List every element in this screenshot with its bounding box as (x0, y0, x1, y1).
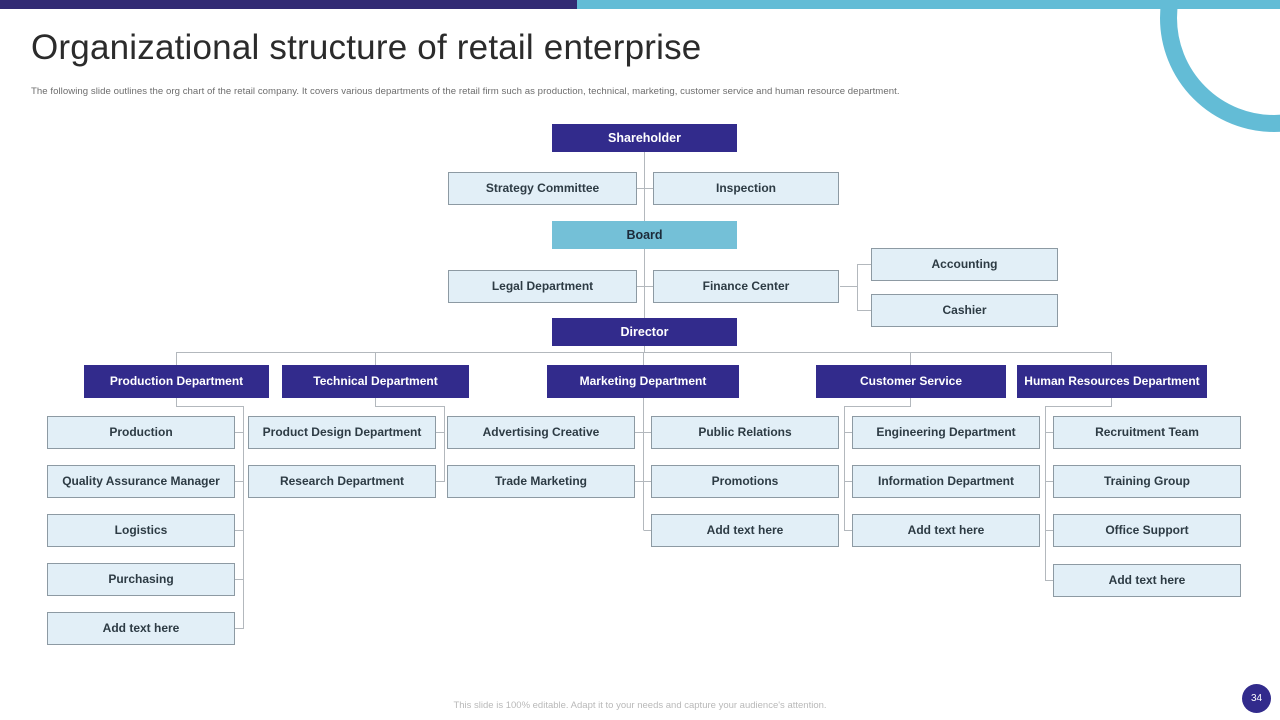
node-strategy-committee[interactable]: Strategy Committee (448, 172, 637, 205)
node-label: Shareholder (608, 130, 681, 145)
dept-header-production[interactable]: Production Department (84, 365, 269, 398)
node-label: Director (620, 324, 669, 339)
dept-header-technical[interactable]: Technical Department (282, 365, 469, 398)
node-shareholder[interactable]: Shareholder (552, 124, 737, 152)
leaf-engineering-department[interactable]: Engineering Department (852, 416, 1040, 449)
node-label: Marketing Department (579, 373, 707, 388)
node-label: Add text here (907, 522, 985, 537)
node-label: Production (109, 424, 173, 439)
node-legal-department[interactable]: Legal Department (448, 270, 637, 303)
leaf-quality-assurance-manager[interactable]: Quality Assurance Manager (47, 465, 235, 498)
node-cashier[interactable]: Cashier (871, 294, 1058, 327)
node-label: Recruitment Team (1095, 424, 1199, 439)
leaf-human-resources-add-text[interactable]: Add text here (1053, 564, 1241, 597)
leaf-trade-marketing[interactable]: Trade Marketing (447, 465, 635, 498)
footer-note: This slide is 100% editable. Adapt it to… (453, 700, 827, 711)
page-title: Organizational structure of retail enter… (31, 28, 702, 67)
node-label: Training Group (1104, 473, 1190, 488)
node-label: Technical Department (313, 373, 438, 388)
node-label: Inspection (715, 180, 776, 195)
node-label: Production Department (109, 373, 244, 388)
leaf-customer-service-add-text[interactable]: Add text here (852, 514, 1040, 547)
node-label: Product Design Department (262, 424, 422, 439)
node-label: Information Department (877, 473, 1014, 488)
node-label: Human Resources Department (1024, 373, 1200, 388)
leaf-production[interactable]: Production (47, 416, 235, 449)
top-accent-bar-left (0, 0, 577, 9)
leaf-recruitment-team[interactable]: Recruitment Team (1053, 416, 1241, 449)
top-accent-bar-right (577, 0, 1280, 9)
node-label: Office Support (1105, 522, 1189, 537)
node-label: Finance Center (702, 278, 790, 293)
leaf-promotions[interactable]: Promotions (651, 465, 839, 498)
node-label: Purchasing (108, 571, 174, 586)
node-label: Quality Assurance Manager (62, 473, 220, 488)
node-label: Customer Service (859, 373, 963, 388)
node-label: Advertising Creative (482, 424, 600, 439)
dept-header-marketing[interactable]: Marketing Department (547, 365, 739, 398)
node-accounting[interactable]: Accounting (871, 248, 1058, 281)
leaf-training-group[interactable]: Training Group (1053, 465, 1241, 498)
node-label: Strategy Committee (485, 180, 600, 195)
leaf-research-department[interactable]: Research Department (248, 465, 436, 498)
node-label: Legal Department (491, 278, 594, 293)
node-finance-center[interactable]: Finance Center (653, 270, 839, 303)
node-label: Accounting (931, 256, 998, 271)
leaf-marketing-add-text[interactable]: Add text here (651, 514, 839, 547)
dept-header-human-resources[interactable]: Human Resources Department (1017, 365, 1207, 398)
node-label: Research Department (279, 473, 405, 488)
leaf-purchasing[interactable]: Purchasing (47, 563, 235, 596)
node-label: Add text here (102, 620, 180, 635)
node-label: Promotions (711, 473, 779, 488)
node-label: Logistics (114, 522, 168, 537)
leaf-product-design-department[interactable]: Product Design Department (248, 416, 436, 449)
page-subtitle: The following slide outlines the org cha… (31, 86, 900, 97)
node-label: Trade Marketing (494, 473, 588, 488)
leaf-logistics[interactable]: Logistics (47, 514, 235, 547)
node-label: Add text here (1108, 572, 1186, 587)
page-number-badge: 34 (1242, 684, 1271, 713)
leaf-production-add-text[interactable]: Add text here (47, 612, 235, 645)
node-board[interactable]: Board (552, 221, 737, 249)
node-inspection[interactable]: Inspection (653, 172, 839, 205)
node-label: Engineering Department (876, 424, 1016, 439)
leaf-information-department[interactable]: Information Department (852, 465, 1040, 498)
node-label: Public Relations (698, 424, 792, 439)
top-accent-bar (0, 0, 1280, 9)
node-label: Cashier (942, 302, 987, 317)
leaf-advertising-creative[interactable]: Advertising Creative (447, 416, 635, 449)
node-label: Board (626, 227, 663, 242)
node-label: Add text here (706, 522, 784, 537)
leaf-public-relations[interactable]: Public Relations (651, 416, 839, 449)
dept-header-customer-service[interactable]: Customer Service (816, 365, 1006, 398)
leaf-office-support[interactable]: Office Support (1053, 514, 1241, 547)
node-director[interactable]: Director (552, 318, 737, 346)
